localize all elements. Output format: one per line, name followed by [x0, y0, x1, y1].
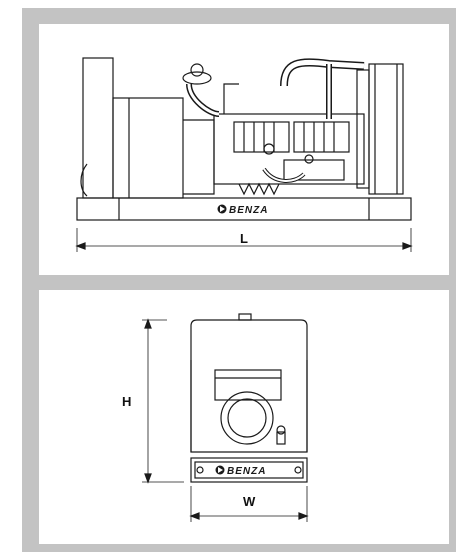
alternator-body — [112, 97, 184, 199]
front-view-drawing: BENZA — [142, 313, 309, 522]
height-label: H — [122, 394, 132, 409]
engine-block — [213, 113, 365, 185]
engine-face — [214, 369, 282, 401]
fan-inner — [227, 398, 267, 438]
fan-outer — [220, 391, 274, 445]
base-skid — [190, 457, 308, 483]
front-view-panel: BENZA H W — [39, 290, 449, 544]
side-view-panel: BENZA L — [39, 24, 449, 275]
side-view-drawing: BENZA — [75, 57, 413, 252]
radiator-housing — [190, 319, 308, 453]
base-frame — [76, 197, 412, 221]
brand-name-side: BENZA — [229, 205, 268, 216]
brand-logo-front: BENZA — [215, 465, 266, 477]
brand-logo-side: BENZA — [217, 204, 268, 216]
brand-name-front: BENZA — [227, 466, 266, 477]
radiator-cap — [238, 313, 252, 321]
alternator-end — [82, 57, 114, 199]
width-label: W — [243, 494, 256, 509]
radiator — [368, 63, 404, 195]
length-label: L — [240, 231, 248, 246]
